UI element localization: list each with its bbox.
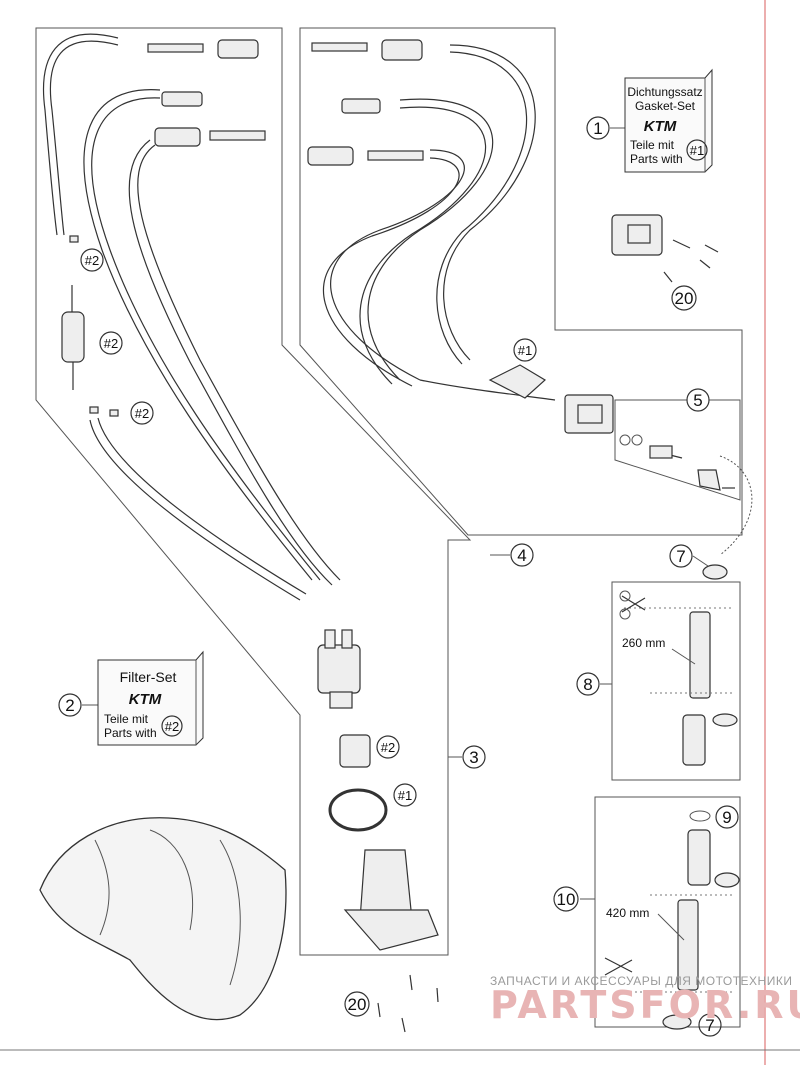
ref-2-sleeve: #2: [381, 740, 395, 755]
fuel-filter: [61, 311, 85, 363]
quick-connectors-top-left: [147, 39, 266, 147]
callout-9: 9: [722, 808, 731, 827]
ref-1-gasket: #1: [398, 788, 412, 803]
callout-5: 5: [693, 391, 702, 410]
flange-top-right: [611, 214, 719, 283]
hoses-group-4: [322, 44, 556, 401]
group-5-parts: [619, 434, 753, 556]
callout-20-bottom: 20: [348, 995, 367, 1014]
flange-assembly: [488, 364, 614, 434]
group-3-outline: [35, 27, 472, 956]
callout-1: 1: [593, 119, 602, 138]
ref-2-filter: #2: [104, 336, 118, 351]
ref-2-top: #2: [85, 253, 99, 268]
filter-set-line4: Parts with: [104, 726, 157, 740]
group-8-box: [611, 581, 741, 781]
callout-3: 3: [469, 748, 478, 767]
reference-callouts: #2 #2 #2 #2 #1 #1: [80, 248, 537, 807]
ktm-logo-filter: KTM: [129, 691, 162, 708]
filter-set-box: Filter-Set KTM Teile mit Parts with #2: [97, 650, 204, 746]
pump-components: [328, 734, 439, 951]
callout-8: 8: [583, 675, 592, 694]
dimension-260: 260 mm: [622, 636, 665, 650]
fuel-pump: [317, 629, 361, 709]
group-5-box: [614, 399, 741, 501]
item-callouts: 1 2 3 4 5 7 8 9 10 7 20 20: [58, 116, 739, 1037]
ref-2-lower: #2: [135, 406, 149, 421]
gasket-set-line3: Teile mit: [630, 138, 675, 152]
callout-20-top: 20: [675, 289, 694, 308]
quick-connectors-top-right: [307, 39, 424, 166]
group-4-outline: [299, 27, 743, 536]
callout-2: 2: [65, 696, 74, 715]
callout-7-top: 7: [676, 547, 685, 566]
callout-4: 4: [517, 546, 526, 565]
group-8-parts: [619, 564, 738, 766]
ref-1-flange: #1: [518, 343, 532, 358]
filter-set-ref: #2: [165, 719, 179, 734]
watermark-site: PARTSFOR.RU: [490, 983, 800, 1027]
gasket-set-box: Dichtungssatz Gasket-Set KTM Teile mit P…: [624, 68, 713, 173]
leader-lines: [82, 127, 709, 941]
screws-bottom: [377, 974, 439, 1033]
callout-7-bottom: 7: [705, 1016, 714, 1035]
gasket-set-line2: Gasket-Set: [635, 99, 696, 113]
ktm-logo: KTM: [644, 118, 677, 135]
gasket-set-line1: Dichtungssatz: [627, 85, 702, 99]
gasket-set-line4: Parts with: [630, 152, 683, 166]
group-10-parts: [604, 810, 740, 1030]
filter-set-line3: Teile mit: [104, 712, 149, 726]
fuel-tank: [39, 817, 287, 1021]
watermark-tagline: ЗАПЧАСТИ И АКСЕССУАРЫ ДЛЯ МОТОТЕХНИКИ: [490, 974, 792, 988]
hoses-group-3: [42, 33, 341, 601]
filter-set-line1: Filter-Set: [120, 669, 177, 685]
dimension-420: 420 mm: [606, 906, 649, 920]
gasket-set-ref: #1: [690, 143, 704, 158]
callout-10: 10: [557, 890, 576, 909]
